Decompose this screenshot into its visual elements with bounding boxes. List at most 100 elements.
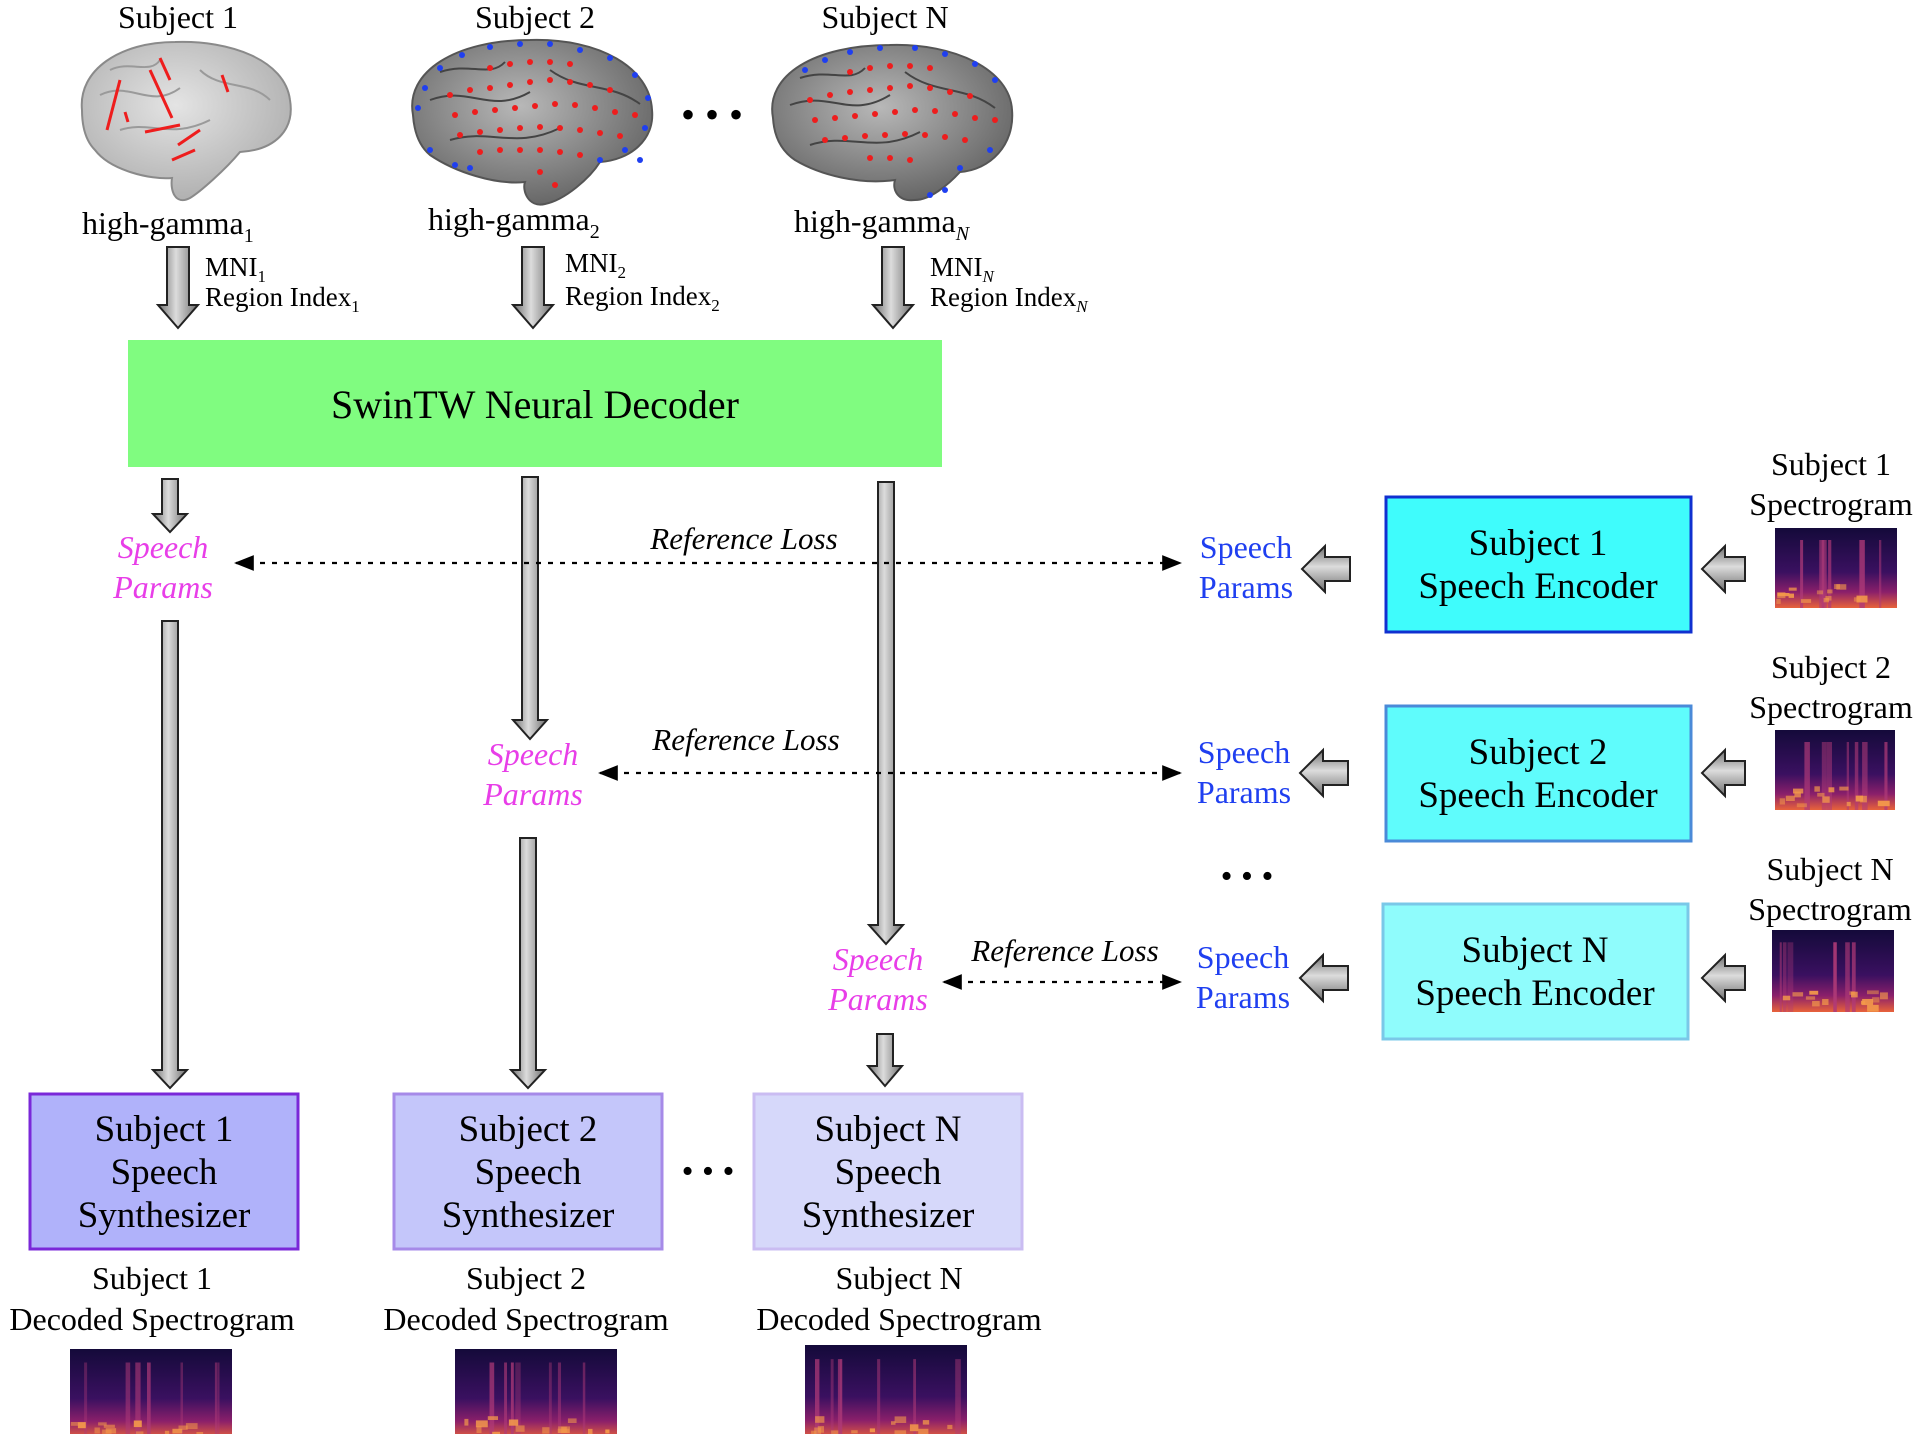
decoded-spectrogram-2: Subject 2 Decoded Spectrogram [383, 1260, 669, 1434]
spectrogram-input-arrows [1700, 543, 1746, 1004]
subjects-ellipsis: • • • [681, 92, 743, 137]
subject-n-mni-sub: N [982, 267, 996, 286]
left-arrow-icon [1298, 952, 1349, 1004]
speech-synthesizer-1: Subject 1 Speech Synthesizer [28, 1092, 300, 1251]
speech-encoder-1: Subject 1 Speech Encoder [1384, 495, 1693, 634]
subject-1-mni: MNI [205, 252, 258, 282]
brain-icon [80, 40, 292, 201]
brain-icon [411, 38, 654, 206]
spectrogram-image [455, 1349, 617, 1434]
predicted-params-2: Speech Params [482, 736, 583, 812]
reference-params-2: Speech Params [1197, 734, 1291, 810]
subject-n-region: Region Index [930, 282, 1077, 312]
encoder-line1: Subject 1 [1469, 523, 1608, 564]
reference-loss-label: Reference Loss [649, 521, 837, 556]
down-arrow-icon [150, 478, 190, 534]
subject-column-n: Subject N high-gammaN MNIN Region IndexN [771, 0, 1089, 316]
decoded-label-line1: Subject N [835, 1260, 962, 1296]
svg-text:high-gammaN: high-gammaN [794, 203, 971, 245]
subject-n-signal-sub: N [955, 223, 971, 245]
encoders-ellipsis: • • • [1221, 858, 1274, 895]
synth-line2: Speech [475, 1152, 582, 1193]
encoder-line1: Subject N [1462, 930, 1609, 971]
subject-1-region: Region Index [205, 282, 352, 312]
input-spectrogram-n: Subject N Spectrogram [1748, 851, 1912, 1012]
brain-icon [771, 43, 1014, 202]
speech-params-line2: Params [1199, 569, 1293, 605]
encoder-line1: Subject 2 [1469, 732, 1608, 773]
speech-params-line2: Params [827, 981, 928, 1017]
speech-synthesizer-2: Subject 2 Speech Synthesizer [392, 1092, 664, 1251]
subject-n-signal: high-gamma [794, 203, 956, 239]
decoder-output-arrows [150, 476, 906, 1090]
down-arrow-icon [508, 837, 548, 1090]
decoded-label-line2: Decoded Spectrogram [383, 1301, 668, 1337]
spectrogram-label-line2: Spectrogram [1749, 689, 1913, 725]
subject-2-title: Subject 2 [475, 0, 595, 35]
svg-text:Region Index1: Region Index1 [205, 282, 360, 316]
svg-text:Region Index2: Region Index2 [565, 281, 720, 315]
subject-1-title: Subject 1 [118, 0, 238, 35]
left-arrow-icon [1700, 747, 1746, 799]
down-arrow-icon [510, 246, 556, 330]
synth-line3: Synthesizer [78, 1195, 251, 1236]
subject-n-region-sub: N [1075, 297, 1089, 316]
input-spectrogram-2: Subject 2 Spectrogram [1749, 649, 1913, 810]
speech-params-line1: Speech [488, 736, 579, 772]
reference-params-1: Speech Params [1199, 529, 1293, 605]
down-arrow-icon [150, 620, 190, 1090]
encoder-line2: Speech Encoder [1418, 775, 1657, 816]
synth-line3: Synthesizer [442, 1195, 615, 1236]
synth-line3: Synthesizer [802, 1195, 975, 1236]
input-arrows [155, 246, 916, 330]
svg-text:MNI1: MNI1 [205, 252, 266, 286]
subject-1-signal: high-gamma [82, 205, 244, 241]
down-arrow-icon [155, 246, 201, 330]
subject-2-mni: MNI [565, 248, 618, 278]
decoded-label-line2: Decoded Spectrogram [756, 1301, 1041, 1337]
spectrogram-image [805, 1345, 967, 1434]
down-arrow-icon [866, 481, 906, 946]
svg-text:high-gamma2: high-gamma2 [428, 201, 600, 243]
down-arrow-icon [870, 246, 916, 330]
subject-2-region-sub: 2 [711, 296, 720, 315]
left-arrow-icon [1300, 543, 1351, 595]
encoder-output-arrows [1298, 543, 1351, 1004]
subject-1-mni-sub: 1 [258, 267, 267, 286]
reference-loss-label: Reference Loss [651, 722, 839, 757]
subject-n-title: Subject N [821, 0, 948, 35]
decoder-label: SwinTW Neural Decoder [331, 382, 739, 427]
reference-loss-1: Reference Loss [234, 521, 1182, 571]
neural-decoder-block: SwinTW Neural Decoder [128, 340, 942, 467]
speech-params-line2: Params [1196, 979, 1290, 1015]
subject-column-2: Subject 2 high-gamma2 MNI2 Region Index2 [411, 0, 720, 315]
subject-n-mni: MNI [930, 252, 983, 282]
reference-params-n: Speech Params [1196, 939, 1290, 1015]
synth-line1: Subject N [815, 1109, 962, 1150]
predicted-params-1: Speech Params [112, 529, 213, 605]
speech-params-line1: Speech [1200, 529, 1292, 565]
left-arrow-icon [1700, 543, 1746, 595]
speech-params-line1: Speech [118, 529, 209, 565]
subject-2-signal: high-gamma [428, 201, 590, 237]
decoded-label-line1: Subject 1 [92, 1260, 212, 1296]
speech-synthesizer-n: Subject N Speech Synthesizer [752, 1092, 1024, 1251]
decoded-label-line1: Subject 2 [466, 1260, 586, 1296]
speech-params-line2: Params [482, 776, 583, 812]
subject-2-mni-sub: 2 [618, 263, 627, 282]
decoded-spectrogram-n: Subject N Decoded Spectrogram [756, 1260, 1042, 1434]
synth-line2: Speech [111, 1152, 218, 1193]
spectrogram-label-line1: Subject N [1766, 851, 1893, 887]
decoded-spectrogram-1: Subject 1 Decoded Spectrogram [9, 1260, 295, 1434]
spectrogram-image [1775, 528, 1897, 608]
subject-1-region-sub: 1 [351, 297, 360, 316]
input-spectrogram-1: Subject 1 Spectrogram [1749, 446, 1913, 608]
left-arrow-icon [1298, 747, 1349, 799]
predicted-params-n: Speech Params [827, 941, 928, 1017]
synth-line1: Subject 1 [95, 1109, 234, 1150]
left-arrow-icon [1700, 952, 1746, 1004]
subject-1-signal-sub: 1 [244, 225, 254, 247]
subject-2-signal-sub: 2 [590, 221, 600, 243]
synth-line2: Speech [835, 1152, 942, 1193]
